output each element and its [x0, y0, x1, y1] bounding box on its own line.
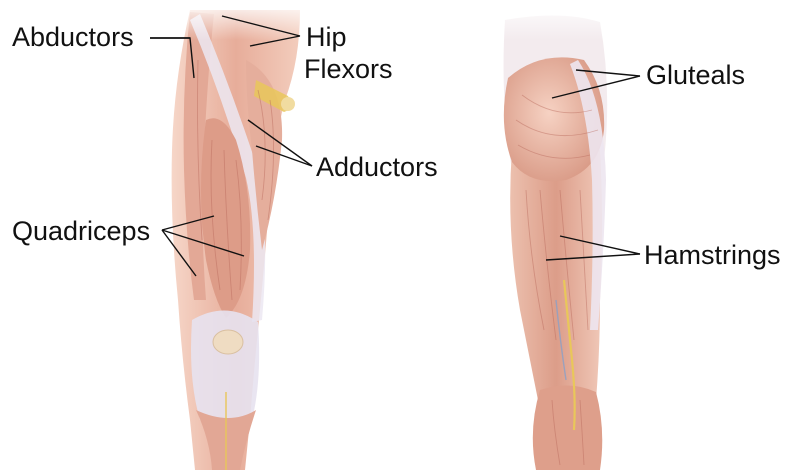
label-adductors: Adductors: [316, 152, 438, 182]
label-hamstrings: Hamstrings: [644, 240, 781, 270]
label-hip-flexors-line1: Hip: [306, 22, 347, 52]
label-quadriceps: Quadriceps: [12, 216, 150, 246]
back-thigh-shape: [510, 150, 602, 400]
anterior-thigh-illustration: [170, 0, 310, 470]
label-gluteals: Gluteals: [646, 60, 745, 90]
label-hip-flexors-line2: Flexors: [304, 54, 393, 84]
patella-shape: [213, 330, 243, 354]
label-abductors: Abductors: [12, 22, 134, 52]
back-calf-muscle: [533, 385, 602, 470]
posterior-thigh-illustration: [495, 0, 625, 470]
